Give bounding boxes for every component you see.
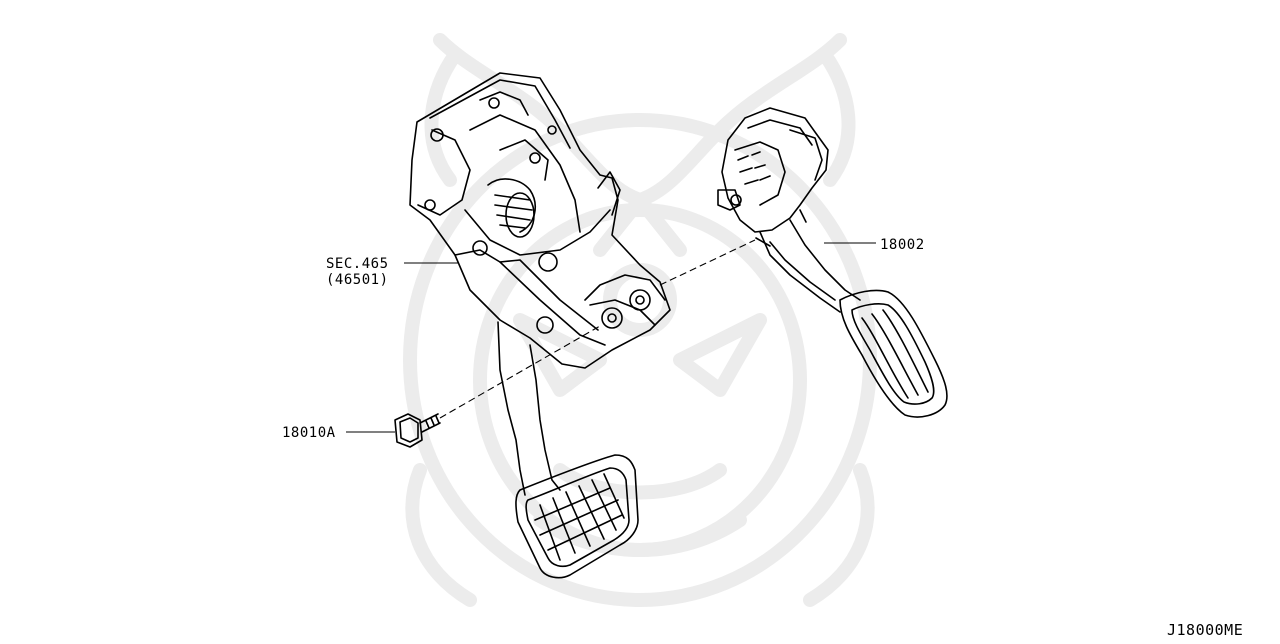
pedal-bracket-assembly bbox=[409, 72, 671, 369]
brake-pedal bbox=[497, 321, 639, 579]
bolt-part bbox=[394, 413, 441, 448]
accelerator-pedal-assembly bbox=[717, 107, 948, 418]
callout-sec-sub: (46501) bbox=[326, 272, 389, 288]
installation-lines bbox=[439, 239, 756, 419]
callout-18010a: 18010A bbox=[282, 425, 336, 441]
figure-code: J18000ME bbox=[1167, 621, 1243, 639]
callout-18002: 18002 bbox=[880, 237, 925, 253]
leader-lines bbox=[346, 242, 876, 433]
watermark-logo bbox=[403, 33, 877, 607]
callout-sec-465: SEC.465 bbox=[326, 256, 389, 272]
